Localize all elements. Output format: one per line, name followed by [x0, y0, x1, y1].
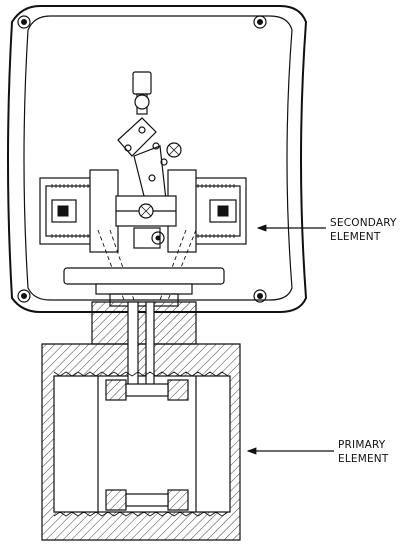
linkage-dashed-lines	[97, 229, 197, 301]
primary-element-callout: PRIMARY ELEMENT	[246, 439, 389, 465]
secondary-label-line2: ELEMENT	[330, 231, 381, 243]
secondary-label-line1: SECONDARY	[330, 217, 397, 229]
screw-bottom-left	[17, 289, 31, 303]
right-gear-teeth	[197, 184, 235, 238]
primary-element-body	[41, 301, 241, 541]
adjust-screw-center	[138, 203, 154, 219]
housing	[7, 5, 308, 313]
adjust-screw-upper	[166, 142, 182, 158]
primary-label-line2: ELEMENT	[338, 453, 389, 465]
screw-top-left	[17, 15, 31, 29]
left-gear-teeth	[51, 184, 89, 238]
secondary-element-callout: SECONDARY ELEMENT	[256, 217, 397, 243]
base-plate	[63, 267, 225, 307]
screw-top-right	[253, 15, 267, 29]
primary-label-line1: PRIMARY	[338, 439, 386, 451]
secondary-element-mechanism	[39, 71, 247, 253]
screw-bottom-right	[253, 289, 267, 303]
